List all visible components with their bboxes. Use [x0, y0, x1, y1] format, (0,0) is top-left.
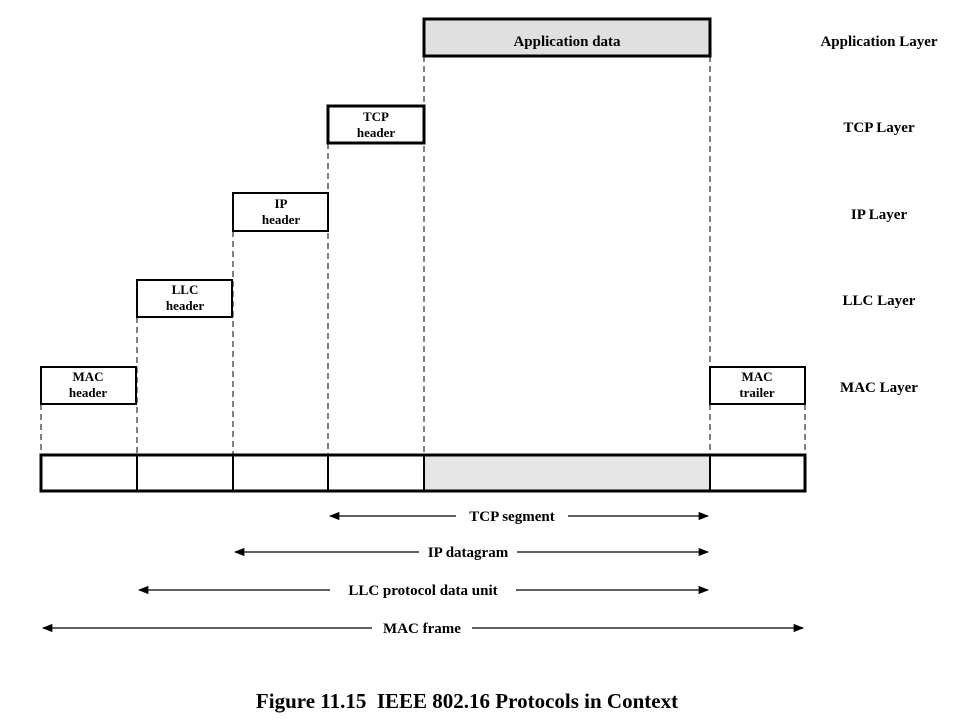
mac-frame-label: MAC frame	[383, 621, 461, 637]
llc-header-label-line2: header	[166, 298, 205, 313]
application-data-label: Application data	[513, 34, 621, 50]
ip-header-label-line1: IP	[275, 196, 288, 211]
llc-header-box	[136, 279, 233, 318]
frame-cell-application-data	[424, 455, 710, 491]
ip-header-box	[232, 192, 329, 232]
mac-header-label-line2: header	[69, 385, 108, 400]
mac-trailer-label-line2: trailer	[739, 385, 775, 400]
ip-datagram-label: IP datagram	[428, 545, 509, 561]
llc-pdu-label: LLC protocol data unit	[348, 583, 497, 599]
layer-label-tcp: TCP Layer	[843, 120, 915, 136]
ip-header-label-line2: header	[262, 212, 301, 227]
layer-label-llc: LLC Layer	[843, 293, 916, 309]
dashed-guides	[40, 56, 806, 455]
mac-header-box	[40, 366, 137, 405]
tcp-segment-label: TCP segment	[469, 509, 554, 525]
tcp-header-label-line1: TCP	[363, 109, 389, 124]
mac-header-label-line1: MAC	[72, 369, 103, 384]
layer-label-mac: MAC Layer	[840, 380, 918, 396]
mac-trailer-box	[709, 366, 806, 405]
span-arrows	[41, 511, 805, 633]
layer-label-ip: IP Layer	[851, 207, 908, 223]
application-data-box	[422, 17, 712, 58]
tcp-header-label-line2: header	[357, 125, 396, 140]
figure-caption: Figure 11.15 IEEE 802.16 Protocols in Co…	[256, 689, 678, 713]
span-labels: TCP segment IP datagram LLC protocol dat…	[330, 506, 568, 638]
layer-label-application: Application Layer	[820, 34, 937, 50]
tcp-header-box	[326, 104, 426, 145]
llc-header-label-line1: LLC	[172, 282, 199, 297]
mac-frame-row	[39, 453, 807, 493]
mac-trailer-label-line1: MAC	[741, 369, 772, 384]
